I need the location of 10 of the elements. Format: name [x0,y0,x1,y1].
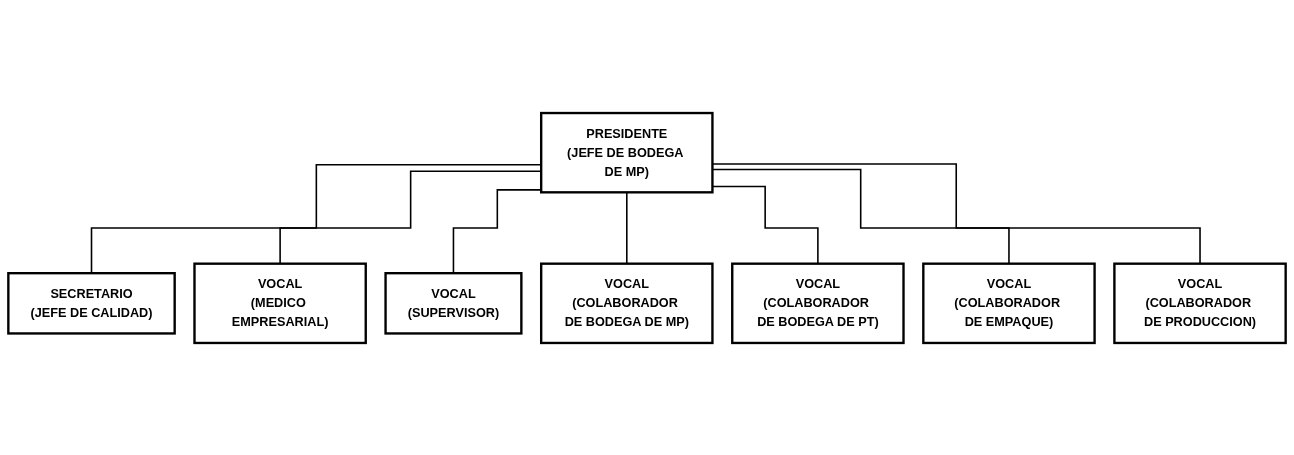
connector [626,191,628,264]
node-box: VOCAL (COLABORADOR DE BODEGA DE MP) [540,262,714,344]
node-box: PRESIDENTE (JEFE DE BODEGA DE MP) [540,111,714,193]
node-box: VOCAL (SUPERVISOR) [384,271,523,335]
node-box: VOCAL (COLABORADOR DE PRODUCCION) [1113,262,1287,344]
node-box: VOCAL (COLABORADOR DE EMPAQUE) [922,262,1096,344]
node-box: SECRETARIO (JEFE DE CALIDAD) [7,271,176,335]
node-box: VOCAL (MEDICO EMPRESARIAL) [193,262,367,344]
connector [279,170,542,264]
node-box: VOCAL (COLABORADOR DE BODEGA DE PT) [731,262,905,344]
